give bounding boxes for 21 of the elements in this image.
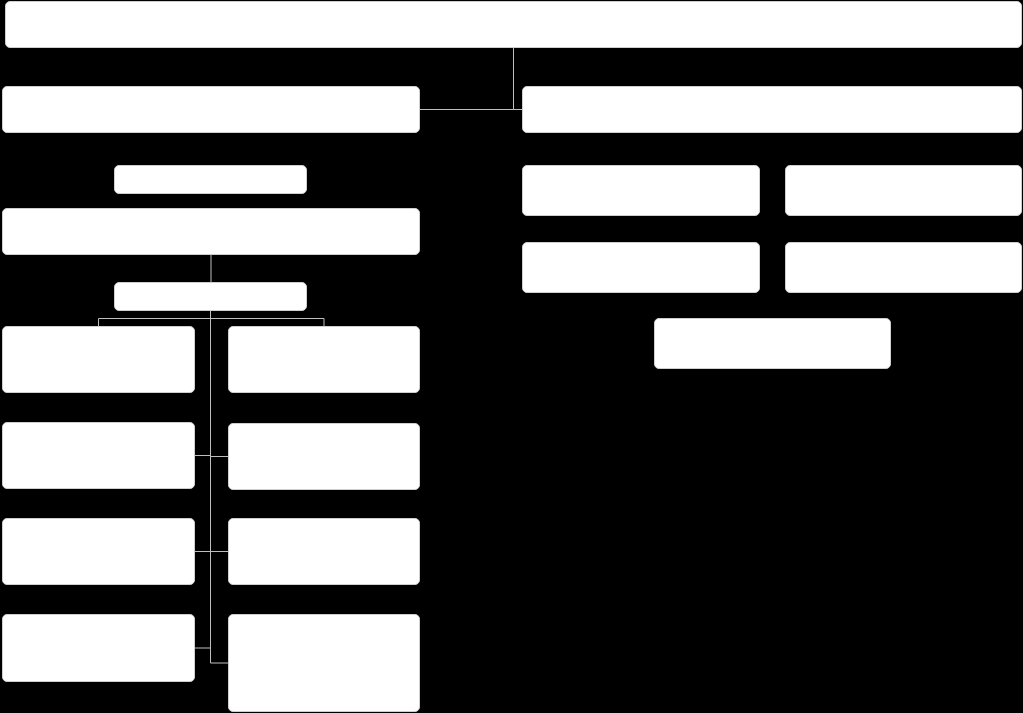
rounded-box — [2, 422, 195, 489]
rounded-box — [114, 282, 307, 311]
rounded-box — [522, 242, 760, 293]
connector-line — [513, 47, 523, 110]
rounded-box — [654, 318, 891, 369]
rounded-box — [2, 614, 195, 682]
rounded-box — [228, 614, 420, 712]
rounded-box — [2, 86, 420, 133]
connector-line — [210, 254, 212, 283]
rounded-box — [114, 165, 307, 194]
rounded-box — [2, 518, 195, 585]
rounded-box — [228, 326, 420, 393]
rounded-box — [2, 326, 195, 393]
rounded-box — [2, 208, 420, 255]
rounded-box — [5, 1, 1022, 48]
rounded-box — [785, 242, 1022, 293]
rounded-box — [228, 518, 420, 585]
rounded-box — [785, 165, 1022, 216]
rounded-box — [522, 86, 1022, 133]
rounded-box — [522, 165, 760, 216]
rounded-box — [228, 423, 420, 490]
